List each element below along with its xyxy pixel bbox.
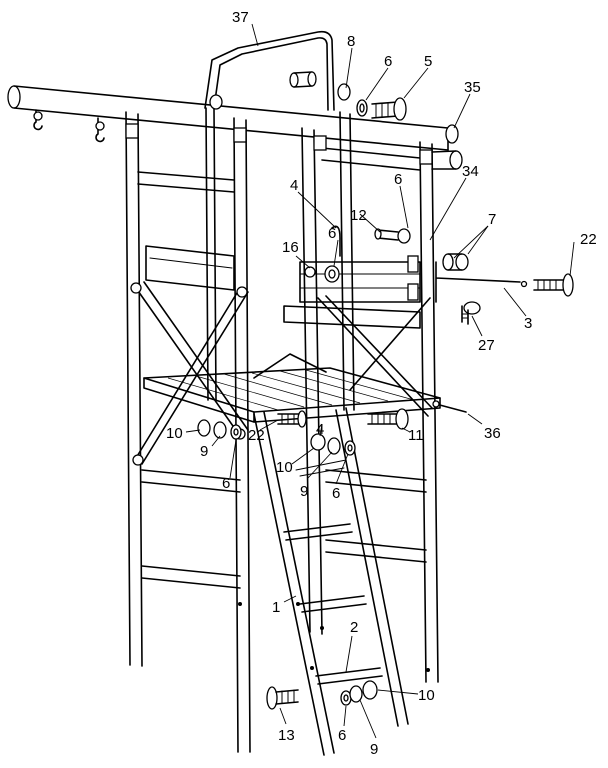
callout-10-bottom: 10 (418, 687, 435, 704)
end-cap-35 (431, 124, 463, 170)
callout-12: 12 (350, 207, 367, 224)
pin-36 (432, 400, 467, 413)
guard-rail-frame-37 (204, 30, 335, 111)
callout-4-center: 4 (316, 421, 324, 438)
callout-6-mid-right: 6 (394, 171, 402, 188)
callout-7: 7 (488, 211, 496, 228)
leader-lines (185, 23, 575, 739)
callout-labels: 37 8 6 5 35 6 34 4 12 7 22 16 6 3 27 36 … (166, 9, 597, 758)
coupler-bottom-10-9-6 (340, 680, 378, 706)
callout-36: 36 (484, 425, 501, 442)
callout-6-top: 6 (384, 53, 392, 70)
coupler-center-10-9-6 (295, 433, 356, 477)
callout-34: 34 (462, 163, 479, 180)
middle-transom-16 (283, 255, 421, 329)
bolt-5 (371, 97, 407, 121)
callout-35: 35 (464, 79, 481, 96)
bracket-3 (435, 261, 521, 303)
callout-9-left: 9 (200, 443, 208, 460)
callout-9-center: 9 (300, 483, 308, 500)
access-ladder (253, 407, 409, 756)
bolt-13 (266, 686, 299, 710)
hook-6-mid (331, 225, 341, 257)
callout-16: 16 (282, 239, 299, 256)
coupler-left-10-9-6 (197, 419, 242, 440)
bolt-22-right (520, 273, 574, 297)
callout-6-bottom: 6 (338, 727, 346, 744)
callout-4: 4 (290, 177, 298, 194)
washer-6-top (337, 83, 368, 117)
clip-7 (442, 253, 469, 271)
callout-22-center: 22 (248, 427, 265, 444)
callout-10-center: 10 (276, 459, 293, 476)
callout-2: 2 (350, 619, 358, 636)
callout-11: 11 (408, 427, 424, 444)
right-end-frame (301, 111, 439, 683)
callout-9-bottom: 9 (370, 741, 378, 758)
bolt-11 (367, 408, 409, 430)
callout-1: 1 (272, 599, 280, 616)
hanging-hooks (33, 109, 105, 143)
bolt-27 (461, 301, 481, 325)
callout-6-mid: 6 (328, 225, 336, 242)
callout-5: 5 (424, 53, 432, 70)
callout-3: 3 (524, 315, 532, 332)
callout-8: 8 (347, 33, 355, 50)
callout-13: 13 (278, 727, 295, 744)
callout-22-right: 22 (580, 231, 597, 248)
work-platform-deck (143, 353, 441, 423)
callout-27: 27 (478, 337, 495, 354)
callout-10-left: 10 (166, 425, 183, 442)
pin-12 (374, 228, 411, 244)
callout-37: 37 (232, 9, 249, 26)
callout-6-center: 6 (332, 485, 340, 502)
callout-6-left: 6 (222, 475, 230, 492)
pin-8 (289, 71, 317, 88)
bolt-22-center (277, 410, 307, 428)
